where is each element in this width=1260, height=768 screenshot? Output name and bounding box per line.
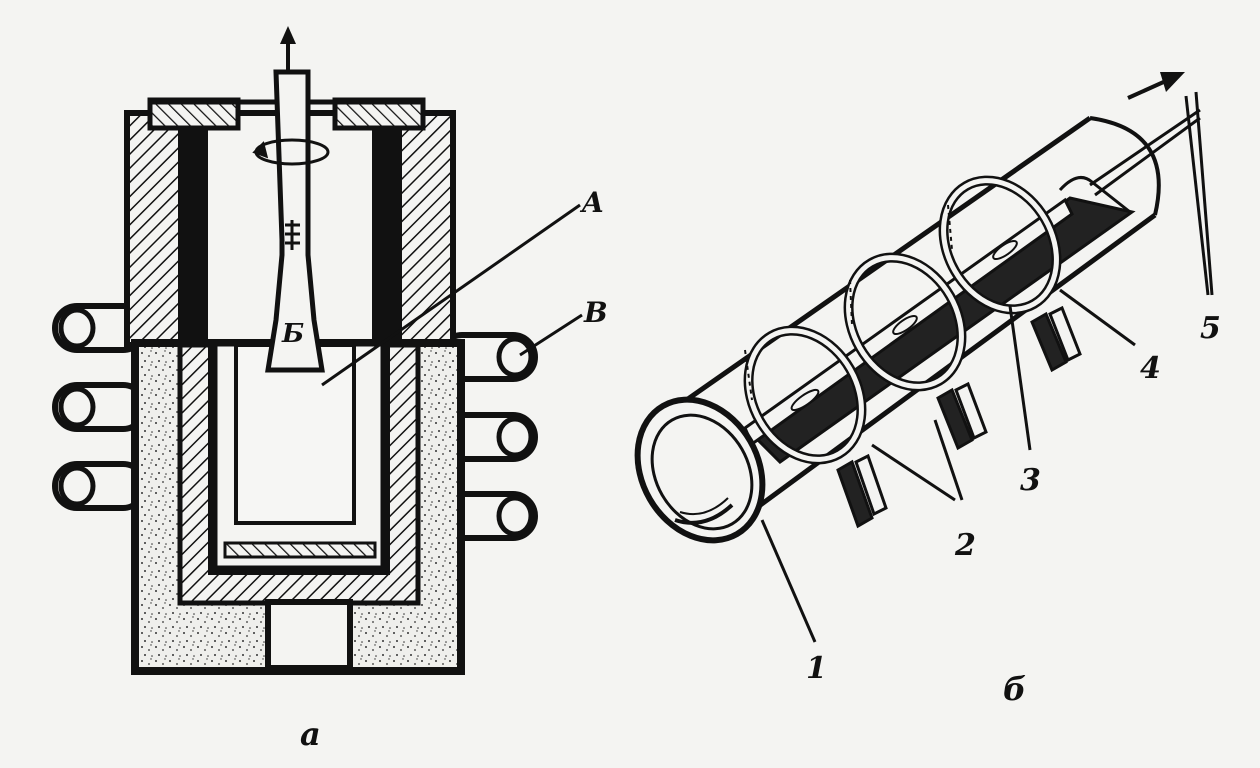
label-1: 1 bbox=[806, 651, 827, 686]
label-A: A bbox=[579, 186, 604, 219]
label-3: 3 bbox=[1020, 463, 1041, 498]
leader-lines-left bbox=[321, 203, 583, 387]
coil-tube-ends bbox=[58, 307, 534, 537]
label-4: 4 bbox=[1140, 351, 1161, 386]
ring-terminals bbox=[836, 305, 1082, 529]
motion-arrow-icon bbox=[1127, 72, 1185, 100]
caption-a: a bbox=[300, 715, 321, 753]
label-5: 5 bbox=[1200, 311, 1221, 346]
tube-open-end bbox=[634, 396, 766, 544]
up-arrow-icon bbox=[280, 26, 296, 70]
leader-lines-right bbox=[760, 91, 1214, 643]
label-B: B bbox=[583, 296, 608, 329]
caption-b: б bbox=[1003, 670, 1026, 708]
rotation-arrow-icon bbox=[252, 138, 330, 166]
tube-furnace-diagram bbox=[634, 72, 1214, 643]
label-b-seed: Б bbox=[281, 319, 304, 349]
furnace-diagram bbox=[52, 26, 583, 675]
heater-rings bbox=[743, 175, 1062, 465]
label-2: 2 bbox=[954, 528, 976, 563]
